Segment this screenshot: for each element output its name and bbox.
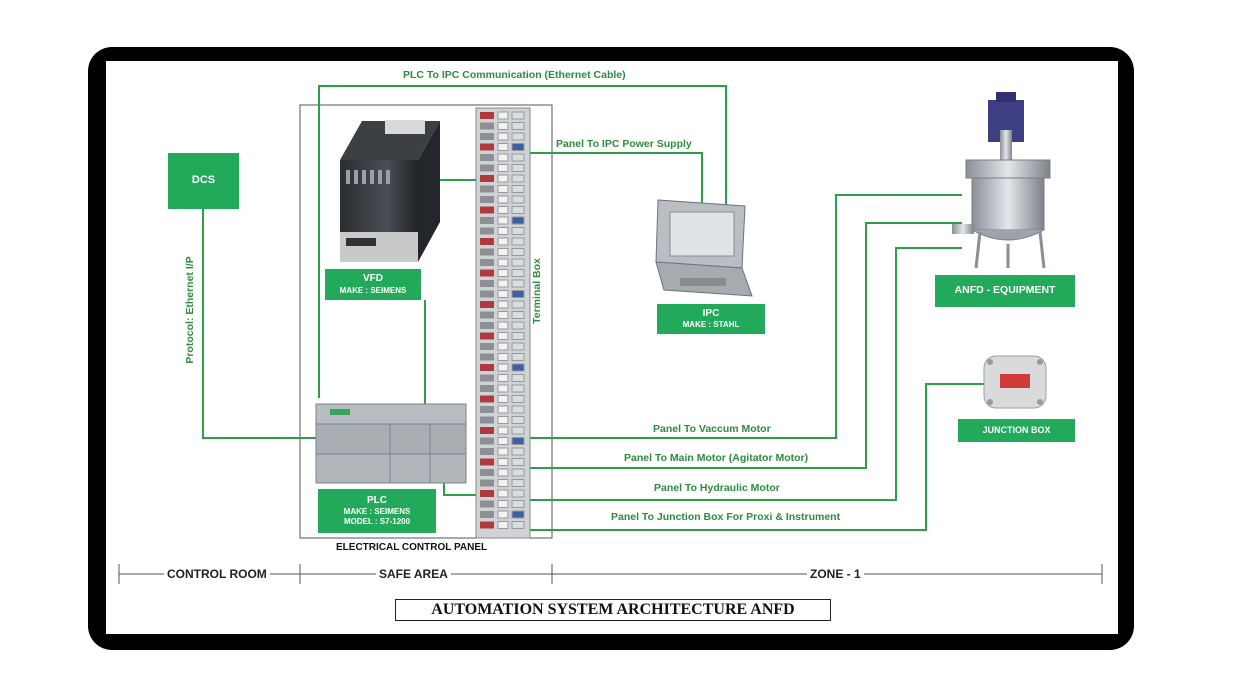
- plc-model: MODEL : S7-1200: [343, 517, 411, 527]
- anfd-label: ANFD - EQUIPMENT: [954, 284, 1056, 297]
- diagram-canvas: [106, 61, 1118, 634]
- dcs-box: DCS: [168, 153, 239, 209]
- vfd-box: VFD MAKE : SEIMENS: [325, 269, 421, 300]
- zone-ruler: [118, 564, 1103, 584]
- vfd-label: VFD: [363, 273, 383, 285]
- dcs-label: DCS: [191, 174, 216, 187]
- zone-1: ZONE - 1: [807, 567, 864, 581]
- vfd-make: MAKE : SEIMENS: [339, 285, 407, 295]
- plc-device-icon: [315, 403, 467, 484]
- ipc-power-label: Panel To IPC Power Supply: [556, 138, 692, 150]
- wiring: [202, 85, 985, 531]
- control-panel-label: ELECTRICAL CONTROL PANEL: [336, 542, 488, 553]
- terminal-box-label: Terminal Box: [531, 258, 543, 324]
- junction-box-icon: [983, 355, 1047, 409]
- terminal-strip-icon: [475, 107, 531, 539]
- junction-box-label-box: JUNCTION BOX: [958, 419, 1075, 442]
- anfd-reactor-icon: [952, 92, 1051, 269]
- junction-label: JUNCTION BOX: [982, 424, 1051, 435]
- control-panel-outline: [299, 104, 553, 539]
- ipc-terminal-icon: [655, 199, 753, 297]
- main-motor-label: Panel To Main Motor (Agitator Motor): [624, 452, 809, 464]
- anfd-box: ANFD - EQUIPMENT: [935, 275, 1075, 307]
- zone-control-room: CONTROL ROOM: [164, 567, 270, 581]
- hydraulic-motor-label: Panel To Hydraulic Motor: [654, 482, 780, 494]
- ipc-box: IPC MAKE : STAHL: [657, 304, 765, 334]
- ipc-label: IPC: [702, 307, 720, 319]
- ipc-make: MAKE : STAHL: [682, 320, 740, 330]
- junction-connection-label: Panel To Junction Box For Proxi & Instru…: [611, 511, 841, 523]
- plc-label: PLC: [367, 494, 387, 506]
- plc-ipc-comm-label: PLC To IPC Communication (Ethernet Cable…: [403, 69, 626, 81]
- plc-make: MAKE : SEIMENS: [343, 507, 411, 517]
- plc-box: PLC MAKE : SEIMENS MODEL : S7-1200: [318, 489, 436, 533]
- vfd-device-icon: [340, 120, 440, 262]
- diagram-title: AUTOMATION SYSTEM ARCHITECTURE ANFD: [395, 599, 831, 621]
- vaccum-motor-label: Panel To Vaccum Motor: [653, 423, 771, 435]
- protocol-label: Protocol: Ethernet I/P: [184, 256, 196, 364]
- zone-safe-area: SAFE AREA: [376, 567, 451, 581]
